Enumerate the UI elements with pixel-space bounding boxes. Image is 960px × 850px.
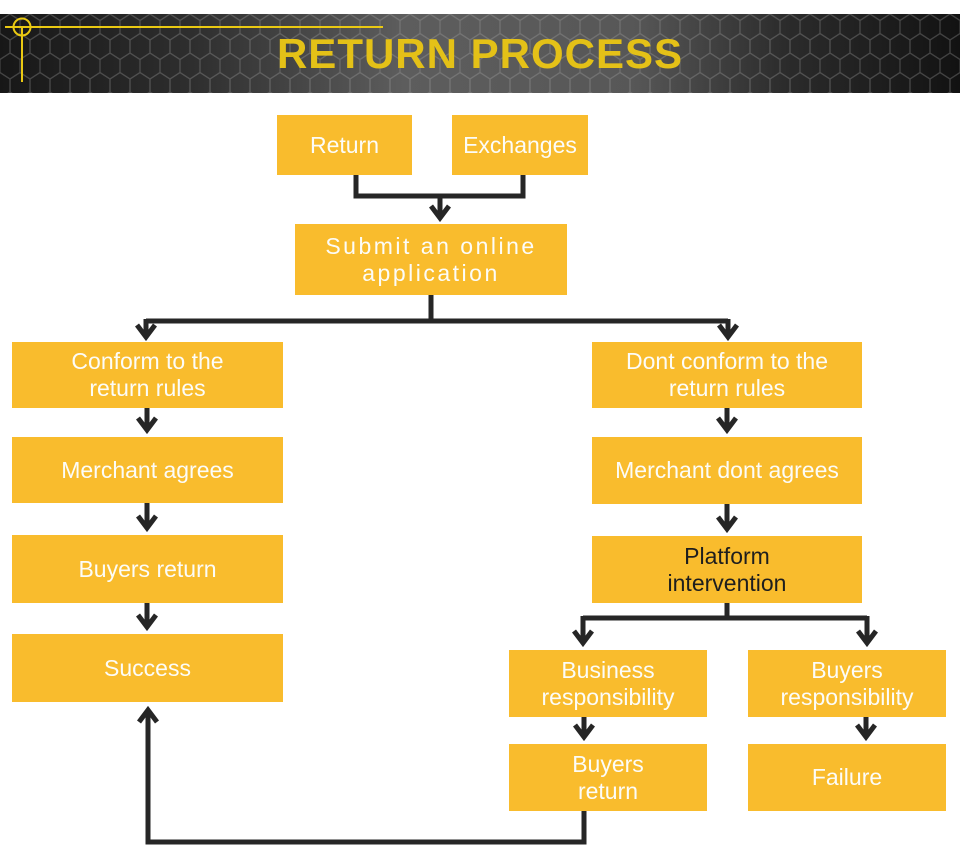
flow-node-success: Success xyxy=(12,634,283,702)
page-title: RETURN PROCESS xyxy=(276,30,684,77)
ornament-circle xyxy=(12,17,32,37)
flow-node-return: Return xyxy=(277,115,412,175)
flow-node-merchant-dont-agrees: Merchant dont agrees xyxy=(592,437,862,504)
flow-node-buyers-return-2: Buyers return xyxy=(509,744,707,811)
flow-node-submit-application: Submit an online application xyxy=(295,224,567,295)
flow-node-platform-intervention: Platform intervention xyxy=(592,536,862,603)
banner-mesh-background xyxy=(0,14,960,93)
flow-node-exchanges: Exchanges xyxy=(452,115,588,175)
flow-node-buyers-return: Buyers return xyxy=(12,535,283,603)
flow-node-dont-conform-rules: Dont conform to the return rules xyxy=(592,342,862,408)
edge-top-bracket xyxy=(353,175,526,199)
flow-node-buyers-responsibility: Buyers responsibility xyxy=(748,650,946,717)
flow-node-business-responsibility: Business responsibility xyxy=(509,650,707,717)
corner-ornament xyxy=(5,17,383,82)
flow-node-conform-rules: Conform to the return rules xyxy=(12,342,283,408)
header-banner: RETURN PROCESS xyxy=(0,14,960,93)
flow-node-failure: Failure xyxy=(748,744,946,811)
flow-node-merchant-agrees: Merchant agrees xyxy=(12,437,283,503)
